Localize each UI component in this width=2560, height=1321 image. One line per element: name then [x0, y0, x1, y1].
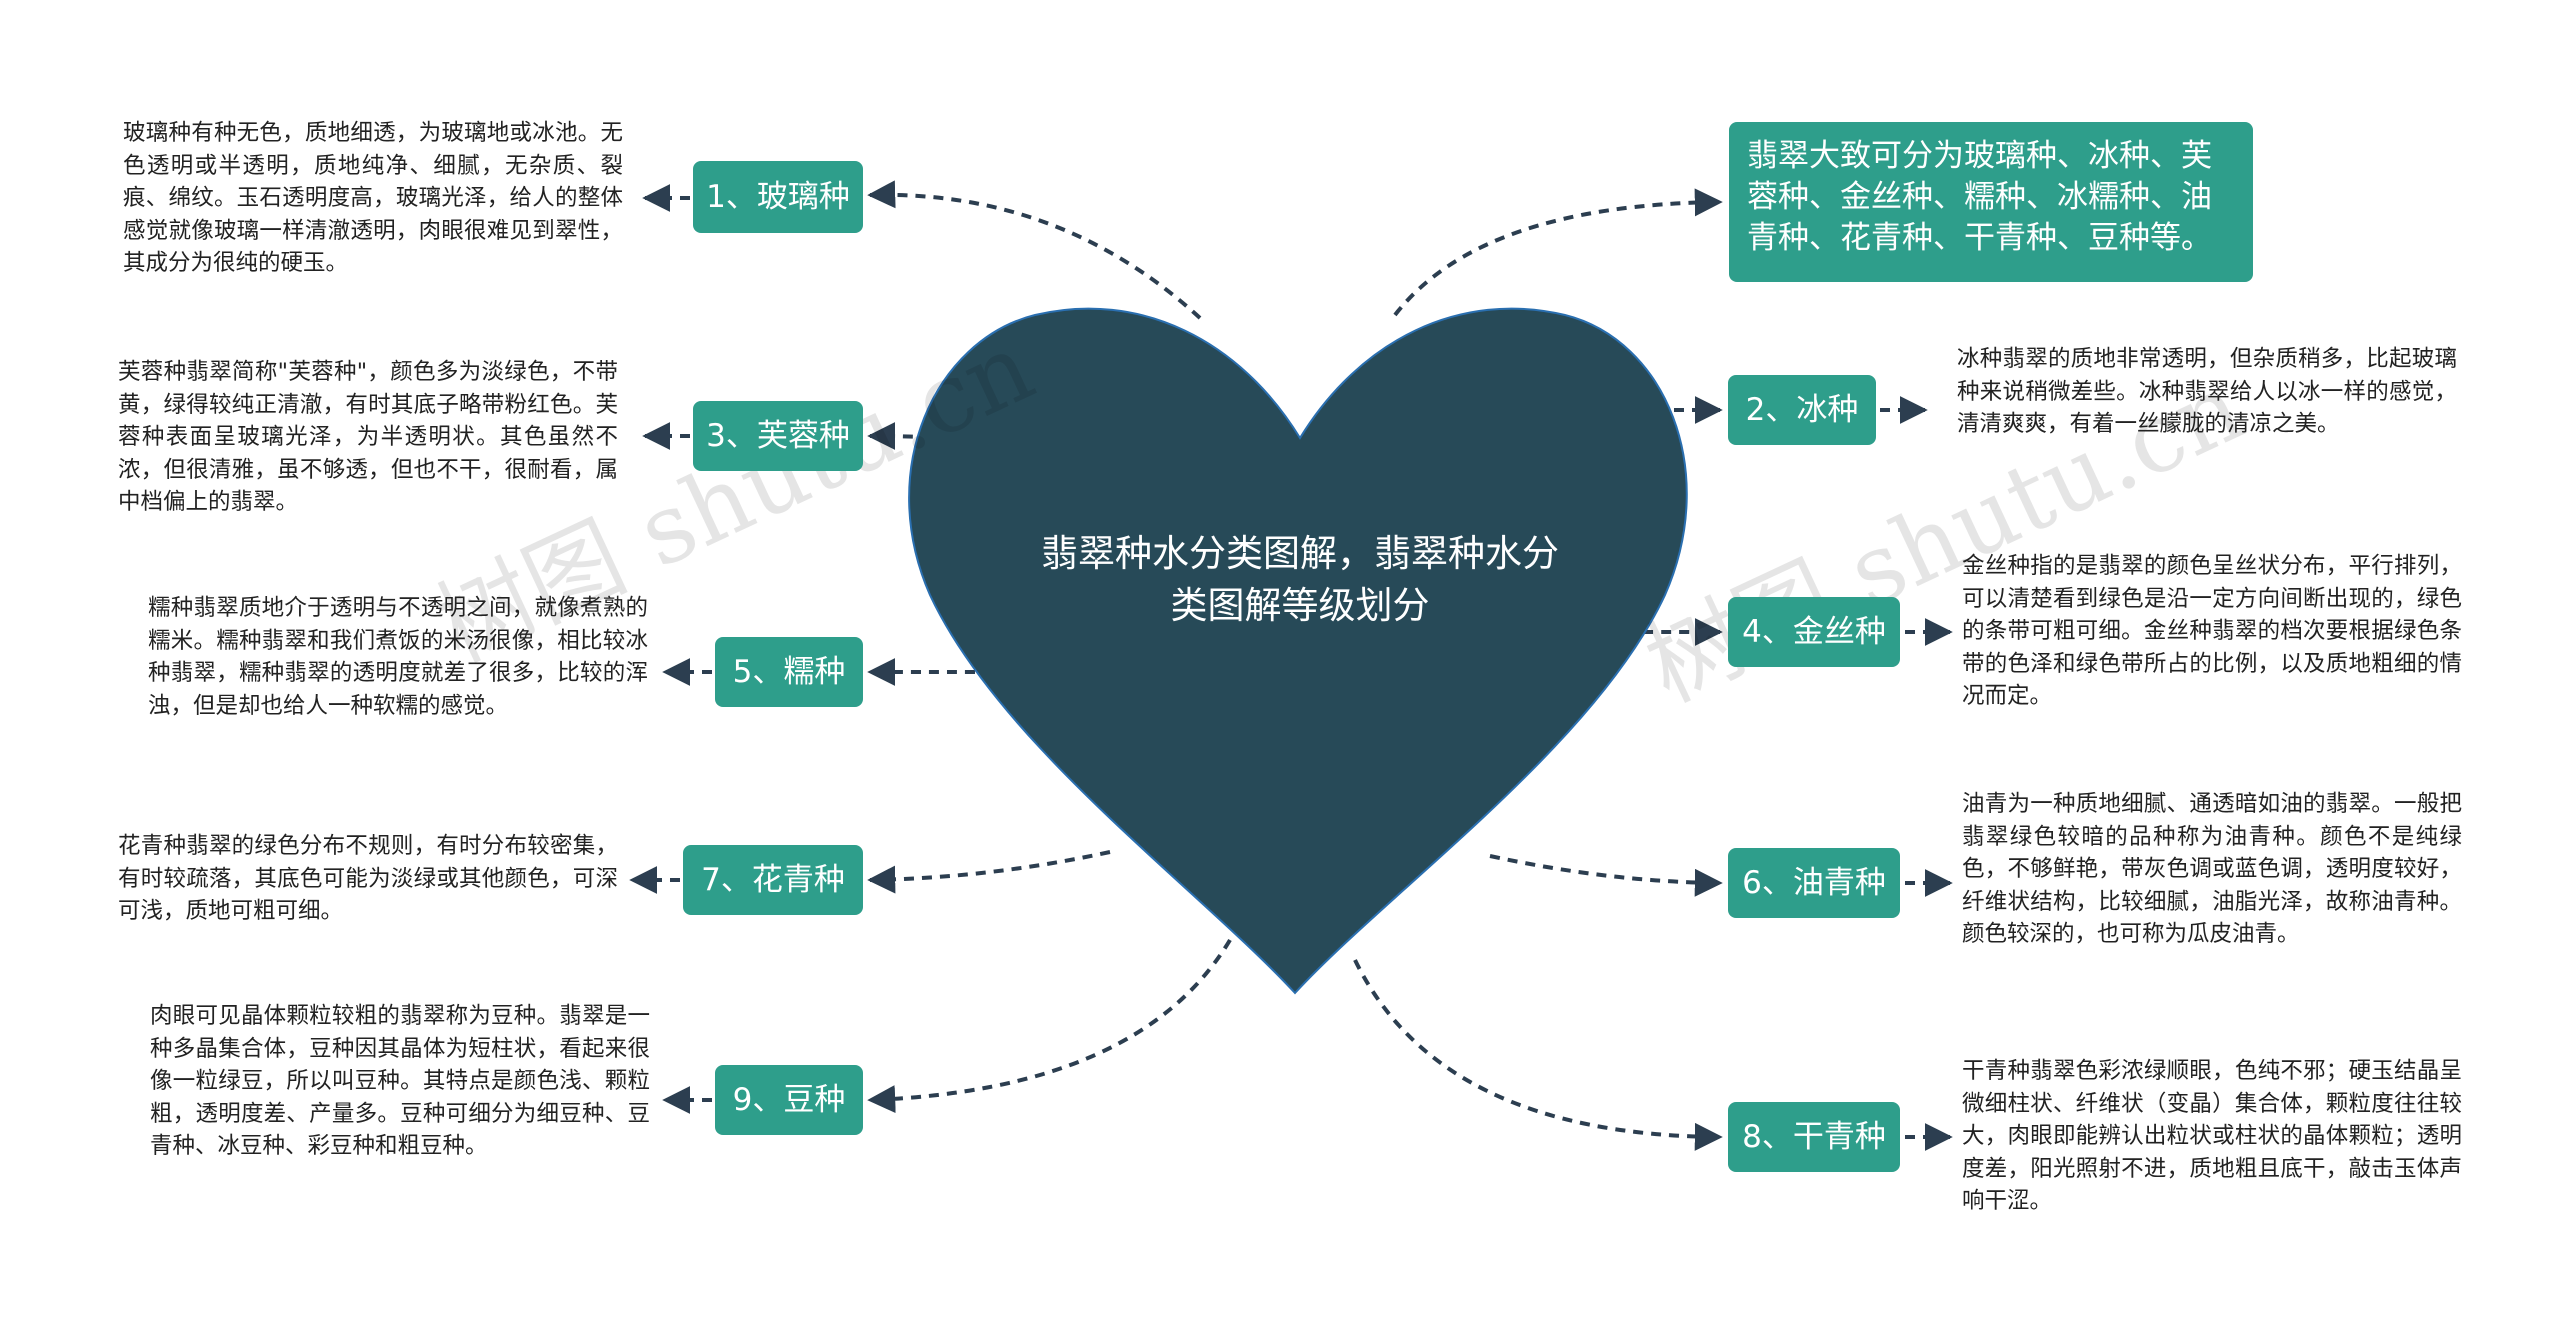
branch-node-9[interactable]: 9、豆种	[715, 1065, 863, 1135]
connectors	[629, 180, 1953, 1151]
branch-desc-7: 花青种翡翠的绿色分布不规则，有时分布较密集，有时较疏落，其底色可能为淡绿或其他颜…	[118, 833, 618, 924]
branch-desc-9: 肉眼可见晶体颗粒较粗的翡翠称为豆种。翡翠是一种多晶集合体，豆种因其晶体为短柱状，…	[150, 1003, 650, 1159]
summary-node[interactable]: 翡翠大致可分为玻璃种、冰种、芙蓉种、金丝种、糯种、冰糯种、油青种、花青种、干青种…	[1729, 122, 2253, 282]
branch-desc-5: 糯种翡翠质地介于透明与不透明之间，就像煮熟的糯米。糯种翡翠和我们煮饭的米汤很像，…	[148, 595, 648, 719]
branch-node-7[interactable]: 7、花青种	[683, 845, 863, 915]
branch-desc-3: 芙蓉种翡翠简称"芙蓉种"，颜色多为淡绿色，不带黄，绿得较纯正清澈，有时其底子略带…	[118, 359, 618, 515]
central-topic-title: 翡翠种水分类图解，翡翠种水分类图解等级划分	[1041, 532, 1559, 627]
branch-node-5[interactable]: 5、糯种	[715, 637, 863, 707]
branch-node-2[interactable]: 2、冰种	[1728, 375, 1876, 445]
branch-desc-4: 金丝种指的是翡翠的颜色呈丝状分布，平行排列，可以清楚看到绿色是沿一定方向间断出现…	[1962, 553, 2462, 709]
branch-desc-1: 玻璃种有种无色，质地细透，为玻璃地或冰池。无色透明或半透明，质地纯净、细腻，无杂…	[123, 120, 623, 276]
connector-1	[867, 180, 1202, 320]
connector-9	[867, 938, 1232, 1114]
branch-node-3[interactable]: 3、芙蓉种	[693, 401, 863, 471]
branch-desc-6: 油青为一种质地细腻、通透暗如油的翡翠。一般把翡翠绿色较暗的品种称为油青种。颜色不…	[1962, 791, 2462, 947]
branch-node-1[interactable]: 1、玻璃种	[693, 161, 863, 233]
heart-shape	[908, 307, 1688, 995]
connector-7	[867, 850, 1111, 894]
branch-node-6[interactable]: 6、油青种	[1728, 848, 1900, 918]
branch-node-8[interactable]: 8、干青种	[1728, 1102, 1900, 1172]
connector-8	[1353, 959, 1723, 1151]
connector-summary	[1393, 188, 1723, 317]
branch-desc-8: 干青种翡翠色彩浓绿顺眼，色纯不邪；硬玉结晶呈微细柱状、纤维状（变晶）集合体，颗粒…	[1962, 1058, 2462, 1214]
connector-6	[1489, 854, 1723, 897]
branch-node-4[interactable]: 4、金丝种	[1728, 597, 1900, 667]
branch-desc-2: 冰种翡翠的质地非常透明，但杂质稍多，比起玻璃种来说稍微差些。冰种翡翠给人以冰一样…	[1957, 346, 2457, 437]
